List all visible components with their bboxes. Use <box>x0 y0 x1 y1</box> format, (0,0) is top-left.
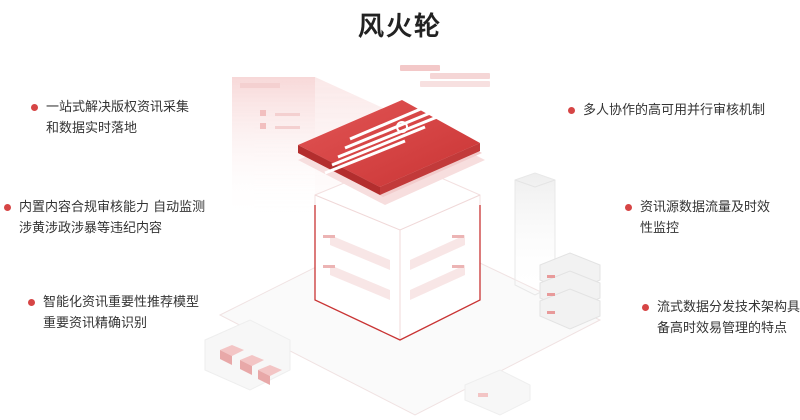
feature-text-line: 一站式解决版权资讯采集 <box>46 100 190 115</box>
feature-item-right-1: 多人协作的高可用并行审核机制 <box>568 100 765 121</box>
feature-text-line: 智能化资讯重要性推荐模型 <box>43 295 200 310</box>
bullet-dot <box>625 204 632 211</box>
bullet-dot <box>642 304 649 311</box>
bullet-dot <box>4 204 11 211</box>
feature-text-line: 性监控 <box>640 221 680 236</box>
server-rack-icon <box>539 252 601 330</box>
feature-text-line: 流式数据分发技术架构具 <box>657 300 800 315</box>
bullet-dot <box>31 104 38 111</box>
storage-blocks <box>204 319 291 391</box>
feature-text-line: 多人协作的高可用并行审核机制 <box>583 103 766 118</box>
feature-item-left-3: 智能化资讯重要性推荐模型 重要资讯精确识别 <box>28 292 199 334</box>
feature-item-left-1: 一站式解决版权资讯采集 和数据实时落地 <box>31 97 189 139</box>
feature-text-line: 内置内容合规审核能力 自动监测 <box>19 200 206 215</box>
feature-item-left-2: 内置内容合规审核能力 自动监测 涉黄涉政涉暴等违纪内容 <box>4 197 205 239</box>
feature-text-line: 备高时效易管理的特点 <box>657 321 788 336</box>
feature-item-right-2: 资讯源数据流量及时效 性监控 <box>625 197 770 239</box>
feature-text-line: 重要资讯精确识别 <box>43 316 148 331</box>
page-title: 风火轮 <box>357 12 442 42</box>
feature-text-line: 资讯源数据流量及时效 <box>640 200 771 215</box>
isometric-illustration <box>204 65 602 416</box>
feature-text-line: 和数据实时落地 <box>46 121 138 136</box>
bullet-dot <box>568 107 575 114</box>
bullet-dot <box>28 299 35 306</box>
feature-text-line: 涉黄涉政涉暴等违纪内容 <box>19 221 163 236</box>
feature-item-right-3: 流式数据分发技术架构具 备高时效易管理的特点 <box>642 297 800 339</box>
document-icon <box>298 100 480 195</box>
